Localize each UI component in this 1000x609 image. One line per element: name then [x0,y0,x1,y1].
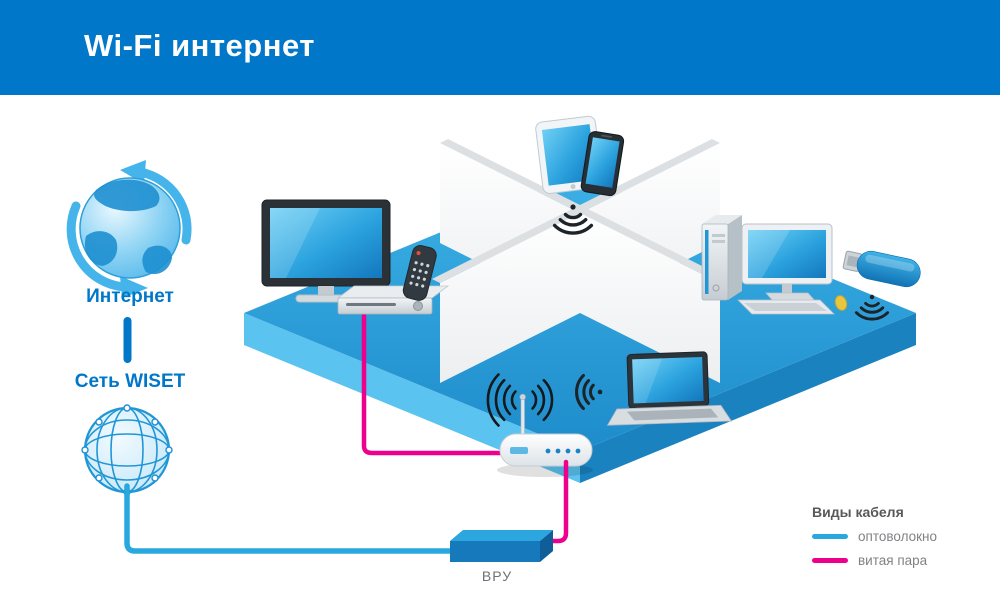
usb-modem-icon [842,250,921,288]
header-bar: Wi-Fi интернет [0,0,1000,95]
wifi-signal-router-icon [486,373,554,427]
twisted-pair-label: витая пара [858,553,928,568]
vru-box-icon [450,530,553,562]
wifi-router-icon [497,393,593,477]
network-globe-icon [81,404,173,496]
smartphone-icon [580,131,625,197]
laptop-icon [606,351,733,426]
fiber-label: оптоволокно [858,529,937,544]
wiset-network-label: Сеть WISET [74,371,186,392]
vru-label: ВРУ [481,568,513,584]
legend-title: Виды кабеля [812,504,904,520]
room-walls [432,139,728,383]
legend-item-fiber: оптоволокно [812,529,992,544]
desktop-pc-icon [701,215,848,315]
mouse-icon [834,295,848,311]
twisted-pair-color-swatch [812,558,848,563]
fiber-color-swatch [812,534,848,539]
internet-globe-icon [66,160,192,298]
page-title: Wi-Fi интернет [84,28,315,63]
legend-item-twisted-pair: витая пара [812,553,992,568]
cable-legend: Виды кабеля оптоволокно витая пара [812,504,992,577]
tv-icon [261,199,391,303]
remote-control-icon [402,245,437,301]
twisted-pair-cable-tv [361,313,503,456]
dvd-player-icon [336,285,450,315]
label-connector-bar [123,317,132,363]
internet-label: Интернет [86,286,174,307]
twisted-pair-cable-vru [544,459,569,544]
fiber-cable-line [124,483,455,554]
